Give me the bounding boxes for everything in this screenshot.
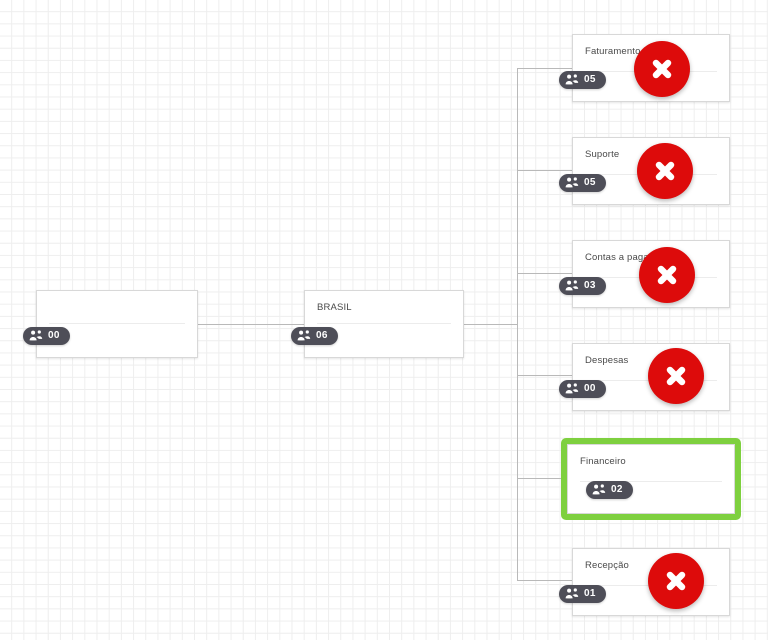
delete-node-button[interactable] bbox=[639, 247, 695, 303]
users-group-icon bbox=[565, 74, 579, 86]
org-node-title: Despesas bbox=[585, 355, 629, 366]
delete-node-button[interactable] bbox=[648, 348, 704, 404]
connector-trunk-to-child-3 bbox=[517, 273, 572, 274]
org-node-selected-highlight: Financeiro 02 bbox=[561, 438, 741, 520]
users-group-icon bbox=[565, 280, 579, 292]
users-group-icon bbox=[565, 588, 579, 600]
org-node-title: Faturamento bbox=[585, 46, 641, 57]
org-node-title: Contas a pagar bbox=[585, 252, 653, 263]
close-x-icon bbox=[652, 260, 682, 290]
connector-trunk-to-child-6 bbox=[517, 580, 572, 581]
users-group-icon bbox=[565, 383, 579, 395]
member-count-value: 06 bbox=[316, 330, 328, 341]
node-divider bbox=[580, 481, 722, 482]
connector-brasil-to-trunk bbox=[464, 324, 518, 325]
member-count-value: 05 bbox=[584, 74, 596, 85]
member-count-badge[interactable]: 02 bbox=[586, 481, 633, 499]
users-group-icon bbox=[29, 330, 43, 342]
member-count-value: 00 bbox=[584, 383, 596, 394]
member-count-value: 03 bbox=[584, 280, 596, 291]
node-divider bbox=[49, 323, 185, 324]
close-x-icon bbox=[661, 566, 691, 596]
org-node-root[interactable]: 00 bbox=[23, 290, 198, 358]
users-group-icon bbox=[592, 484, 606, 496]
member-count-badge[interactable]: 05 bbox=[559, 71, 606, 89]
delete-node-button[interactable] bbox=[637, 143, 693, 199]
member-count-badge[interactable]: 01 bbox=[559, 585, 606, 603]
delete-node-button[interactable] bbox=[634, 41, 690, 97]
member-count-value: 00 bbox=[48, 330, 60, 341]
member-count-badge[interactable]: 00 bbox=[559, 380, 606, 398]
connector-trunk-to-child-2 bbox=[517, 170, 572, 171]
org-node-title: Suporte bbox=[585, 149, 620, 160]
member-count-badge[interactable]: 06 bbox=[291, 327, 338, 345]
member-count-badge[interactable]: 05 bbox=[559, 174, 606, 192]
org-node-title: Financeiro bbox=[580, 456, 626, 467]
close-x-icon bbox=[647, 54, 677, 84]
org-node-title: BRASIL bbox=[317, 302, 352, 313]
connector-root-to-brasil bbox=[198, 324, 304, 325]
close-x-icon bbox=[661, 361, 691, 391]
users-group-icon bbox=[297, 330, 311, 342]
org-node-brasil[interactable]: BRASIL 06 bbox=[291, 290, 464, 358]
close-x-icon bbox=[650, 156, 680, 186]
member-count-badge[interactable]: 00 bbox=[23, 327, 70, 345]
connector-trunk bbox=[517, 68, 518, 581]
org-node-child-selected[interactable]: Financeiro 02 bbox=[567, 444, 735, 514]
member-count-value: 01 bbox=[584, 588, 596, 599]
connector-trunk-to-child-4 bbox=[517, 375, 572, 376]
member-count-value: 05 bbox=[584, 177, 596, 188]
connector-trunk-to-child-1 bbox=[517, 68, 572, 69]
member-count-value: 02 bbox=[611, 484, 623, 495]
node-divider bbox=[317, 323, 451, 324]
users-group-icon bbox=[565, 177, 579, 189]
member-count-badge[interactable]: 03 bbox=[559, 277, 606, 295]
connector-trunk-to-child-5 bbox=[517, 478, 561, 479]
org-node-title: Recepção bbox=[585, 560, 629, 571]
delete-node-button[interactable] bbox=[648, 553, 704, 609]
